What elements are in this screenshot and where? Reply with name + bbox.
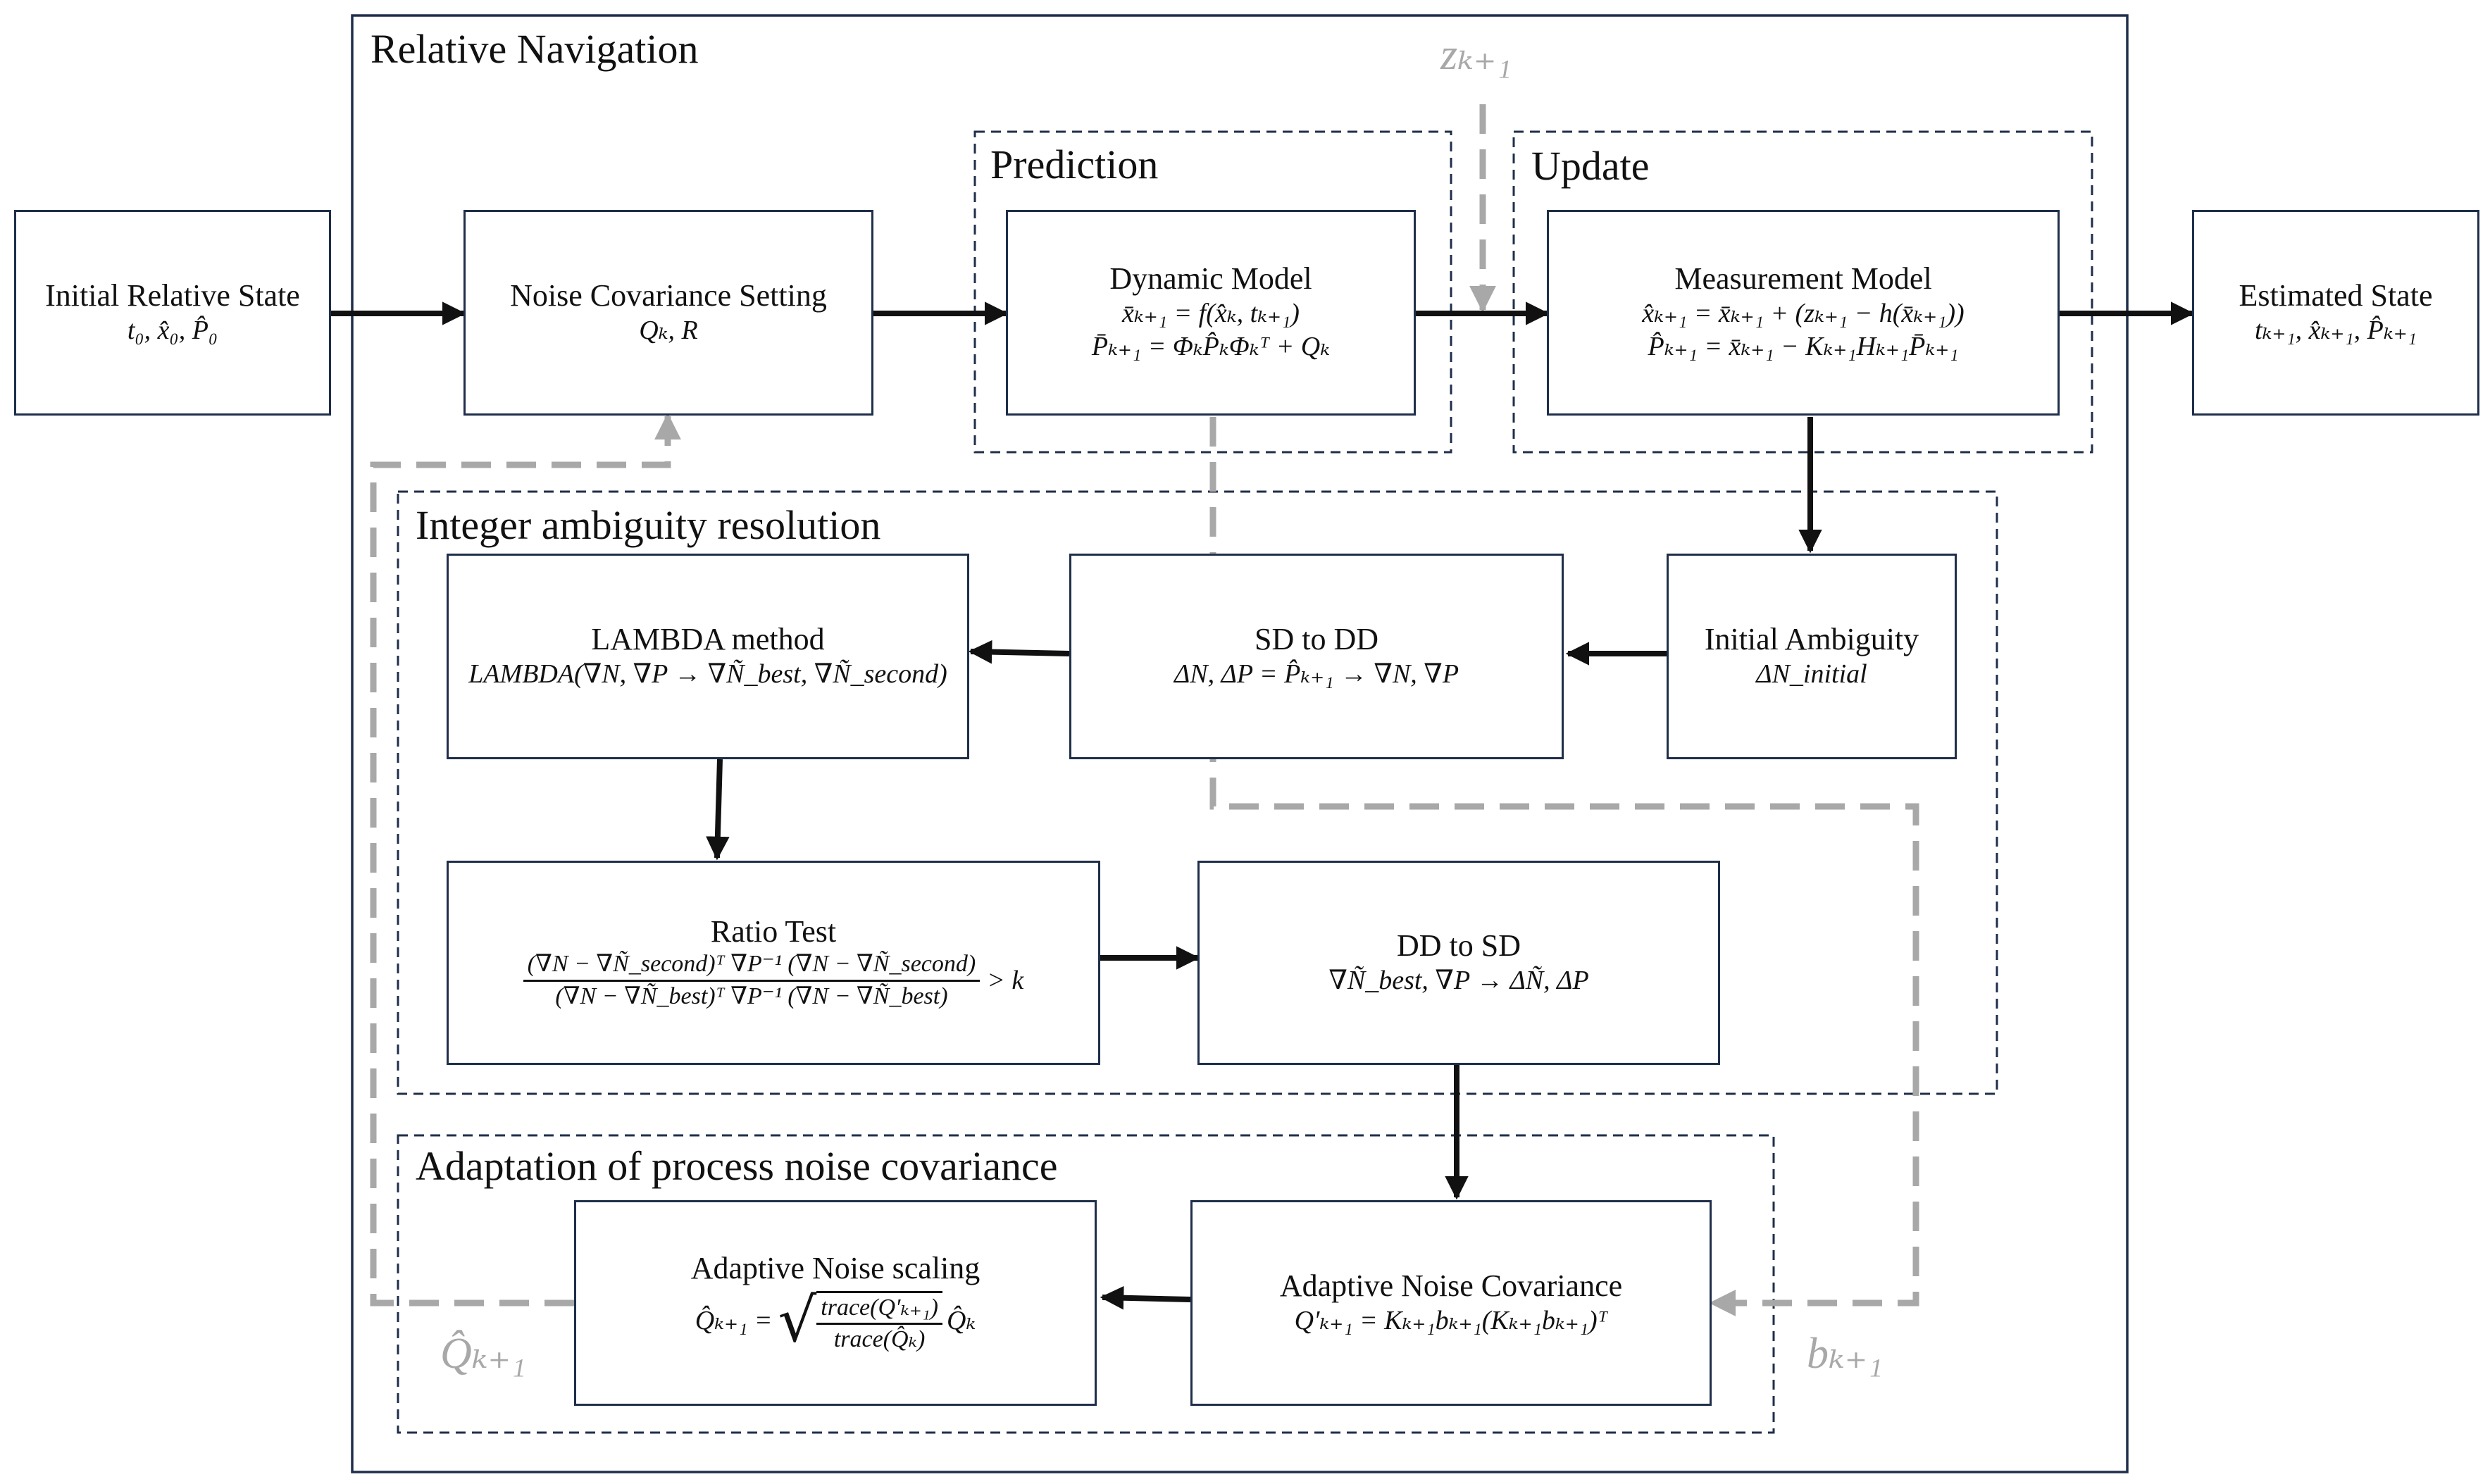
adaptive-noise-scaling-fraction-bar xyxy=(816,1323,942,1326)
sd-to-dd-box: SD to DD ΔN, ΔP = P̂ₖ₊₁ → ∇N, ∇P xyxy=(1069,554,1564,759)
dynamic-model-title: Dynamic Model xyxy=(1109,261,1312,297)
noise-covariance-setting-box: Noise Covariance Setting Qₖ, R xyxy=(463,210,873,416)
estimated-state-title: Estimated State xyxy=(2239,278,2433,313)
ratio-test-fraction-bar xyxy=(523,979,981,982)
prediction-title: Prediction xyxy=(990,142,1159,187)
adaptive-noise-scaling-rhs: Q̂ₖ xyxy=(946,1305,976,1335)
initial-relative-state-math: t₀, x̂₀, P̂₀ xyxy=(127,315,218,345)
lambda-method-box: LAMBDA method LAMBDA(∇N, ∇P → ∇Ñ_best, ∇… xyxy=(447,554,969,759)
square-root-sign: √ xyxy=(778,1285,817,1357)
relative-navigation-title: Relative Navigation xyxy=(371,26,699,72)
measurement-model-title: Measurement Model xyxy=(1674,261,1932,297)
ratio-test-title: Ratio Test xyxy=(710,914,837,949)
ratio-test-formula: (∇N − ∇Ñ_second)ᵀ ∇P⁻¹ (∇N − ∇Ñ_second) … xyxy=(523,949,1023,1011)
dynamic-model-box: Dynamic Model x̄ₖ₊₁ = f(x̂ₖ, tₖ₊₁) P̄ₖ₊₁… xyxy=(1006,210,1416,416)
arrow-adaptive-cov-to-scaling xyxy=(1100,1285,1191,1310)
dd-to-sd-box: DD to SD ∇Ñ_best, ∇P → ΔÑ, ΔP xyxy=(1197,861,1720,1065)
arrow-lambda-to-ratio xyxy=(706,759,730,861)
adaptive-noise-scaling-formula: Q̂ₖ₊₁ = √ trace(Q′ₖ₊₁) trace(Q̂ₖ) Q̂ₖ xyxy=(695,1287,976,1355)
estimated-state-math: tₖ₊₁, x̂ₖ₊₁, P̂ₖ₊₁ xyxy=(2254,315,2417,345)
sd-to-dd-title: SD to DD xyxy=(1254,621,1379,656)
measurement-model-box: Measurement Model x̂ₖ₊₁ = x̄ₖ₊₁ + (zₖ₊₁ … xyxy=(1547,210,2060,416)
adaptive-noise-scaling-denominator: trace(Q̂ₖ) xyxy=(833,1326,926,1353)
ratio-test-fraction: (∇N − ∇Ñ_second)ᵀ ∇P⁻¹ (∇N − ∇Ñ_second) … xyxy=(523,949,981,1011)
ratio-test-numerator: (∇N − ∇Ñ_second)ᵀ ∇P⁻¹ (∇N − ∇Ñ_second) xyxy=(527,951,976,978)
update-frame xyxy=(1512,130,2093,454)
adaptive-noise-scaling-lhs: Q̂ₖ₊₁ = xyxy=(695,1305,773,1335)
measurement-model-eq1: x̂ₖ₊₁ = x̄ₖ₊₁ + (zₖ₊₁ − h(x̄ₖ₊₁)) xyxy=(1642,298,1965,328)
adaptation-title: Adaptation of process noise covariance xyxy=(416,1143,1058,1189)
integer-ambiguity-frame xyxy=(397,490,1998,1095)
prediction-frame xyxy=(973,130,1452,454)
integer-ambiguity-title: Integer ambiguity resolution xyxy=(416,502,881,548)
ratio-test-denominator: (∇N − ∇Ñ_best)ᵀ ∇P⁻¹ (∇N − ∇Ñ_best) xyxy=(555,983,948,1009)
adaptive-noise-scaling-box: Adaptive Noise scaling Q̂ₖ₊₁ = √ trace(Q… xyxy=(574,1200,1097,1406)
dd-to-sd-title: DD to SD xyxy=(1396,928,1521,963)
dynamic-model-eq2: P̄ₖ₊₁ = ΦₖP̂ₖΦₖᵀ + Qₖ xyxy=(1091,332,1331,362)
adaptive-noise-scaling-numerator: trace(Q′ₖ₊₁) xyxy=(821,1294,938,1321)
adaptive-noise-scaling-title: Adaptive Noise scaling xyxy=(690,1251,981,1286)
initial-ambiguity-math: ΔN_initial xyxy=(1756,659,1867,689)
initial-ambiguity-box: Initial Ambiguity ΔN_initial xyxy=(1667,554,1957,759)
initial-relative-state-box: Initial Relative State t₀, x̂₀, P̂₀ xyxy=(14,210,331,416)
arrow-sd-dd-to-lambda xyxy=(968,640,1070,664)
dd-to-sd-math: ∇Ñ_best, ∇P → ΔÑ, ΔP xyxy=(1328,965,1589,995)
initial-relative-state-title: Initial Relative State xyxy=(45,278,300,313)
ratio-test-box: Ratio Test (∇N − ∇Ñ_second)ᵀ ∇P⁻¹ (∇N − … xyxy=(447,861,1100,1065)
feedback-path-dynamic-model xyxy=(1209,417,1919,1316)
adaptive-noise-covariance-box: Adaptive Noise Covariance Q′ₖ₊₁ = Kₖ₊₁bₖ… xyxy=(1190,1200,1712,1406)
ratio-test-comparison: > k xyxy=(987,965,1024,995)
adaptive-noise-scaling-fraction: trace(Q′ₖ₊₁) trace(Q̂ₖ) xyxy=(816,1290,942,1355)
q-hat-label: Q̂ₖ₊₁ xyxy=(440,1330,526,1378)
adaptation-frame xyxy=(397,1134,1775,1434)
measurement-model-eq2: P̂ₖ₊₁ = x̄ₖ₊₁ − Kₖ₊₁Hₖ₊₁P̄ₖ₊₁ xyxy=(1648,332,1959,362)
adaptive-noise-covariance-math: Q′ₖ₊₁ = Kₖ₊₁bₖ₊₁(Kₖ₊₁bₖ₊₁)ᵀ xyxy=(1294,1305,1608,1335)
relative-navigation-frame xyxy=(351,14,2129,1473)
b-label: bₖ₊₁ xyxy=(1807,1330,1883,1378)
sd-to-dd-math: ΔN, ΔP = P̂ₖ₊₁ → ∇N, ∇P xyxy=(1174,659,1459,689)
lambda-method-math: LAMBDA(∇N, ∇P → ∇Ñ_best, ∇Ñ_second) xyxy=(468,659,947,689)
dynamic-model-eq1: x̄ₖ₊₁ = f(x̂ₖ, tₖ₊₁) xyxy=(1122,298,1300,328)
measurement-input-label: zₖ₊₁ xyxy=(1440,31,1512,79)
adaptive-noise-covariance-title: Adaptive Noise Covariance xyxy=(1279,1268,1623,1303)
initial-ambiguity-title: Initial Ambiguity xyxy=(1704,621,1919,656)
noise-covariance-setting-math: Qₖ, R xyxy=(639,315,698,345)
lambda-method-title: LAMBDA method xyxy=(591,621,825,656)
noise-covariance-setting-title: Noise Covariance Setting xyxy=(510,278,827,313)
estimated-state-box: Estimated State tₖ₊₁, x̂ₖ₊₁, P̂ₖ₊₁ xyxy=(2192,210,2479,416)
feedback-path-q xyxy=(370,413,681,1307)
update-title: Update xyxy=(1531,143,1650,189)
